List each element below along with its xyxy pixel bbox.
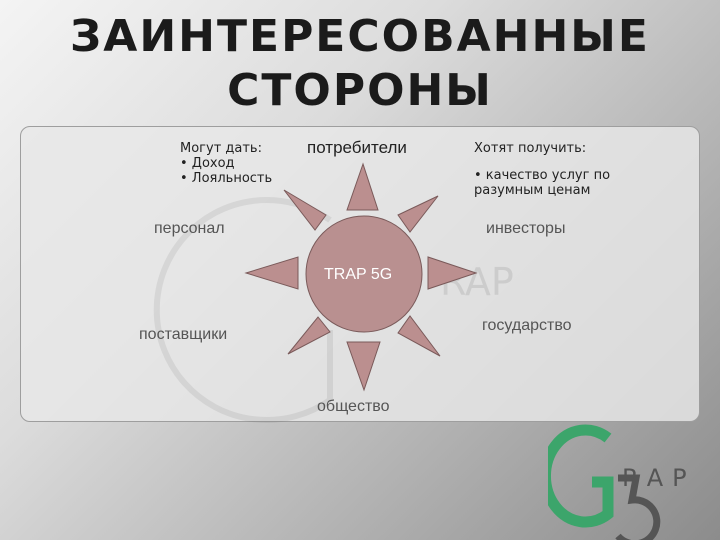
ray-left xyxy=(244,256,299,290)
center-circle xyxy=(305,215,423,333)
gives-item: • Доход xyxy=(180,156,235,171)
ray-top-right xyxy=(397,195,439,233)
ray-right xyxy=(427,256,478,290)
label-state: государство xyxy=(482,317,572,334)
gives-note: Могут дать: • Доход • Лояльность xyxy=(180,141,272,186)
ray-top xyxy=(346,162,379,211)
ray-bottom-right xyxy=(397,315,441,357)
ray-top-left xyxy=(283,189,327,231)
label-investors: инвесторы xyxy=(486,220,566,237)
center-label: TRAP 5G xyxy=(324,266,393,283)
label-suppliers: поставщики xyxy=(139,326,228,343)
wants-heading: Хотят получить: xyxy=(474,141,587,156)
logo-mark xyxy=(548,424,661,540)
ray-bottom xyxy=(346,341,381,392)
label-staff: персонал xyxy=(154,220,225,237)
wants-item-line: разумным ценам xyxy=(474,183,591,198)
slide-title: ЗАИНТЕРЕСОВАННЫЕ СТОРОНЫ xyxy=(0,10,720,118)
title-line-2: СТОРОНЫ xyxy=(227,65,493,116)
title-line-1: ЗАИНТЕРЕСОВАННЫЕ xyxy=(70,11,650,62)
label-society: общество xyxy=(317,398,390,415)
brand-logo: RAP xyxy=(548,418,720,540)
wants-note: Хотят получить: • качество услуг по разу… xyxy=(474,141,610,198)
logo-text: RAP xyxy=(622,464,696,492)
gives-heading: Могут дать: xyxy=(180,141,262,156)
label-consumers: потребители xyxy=(307,138,407,157)
gives-item: • Лояльность xyxy=(180,171,273,186)
wants-item-line: • качество услуг по xyxy=(474,168,611,183)
ray-bottom-left xyxy=(287,316,331,355)
